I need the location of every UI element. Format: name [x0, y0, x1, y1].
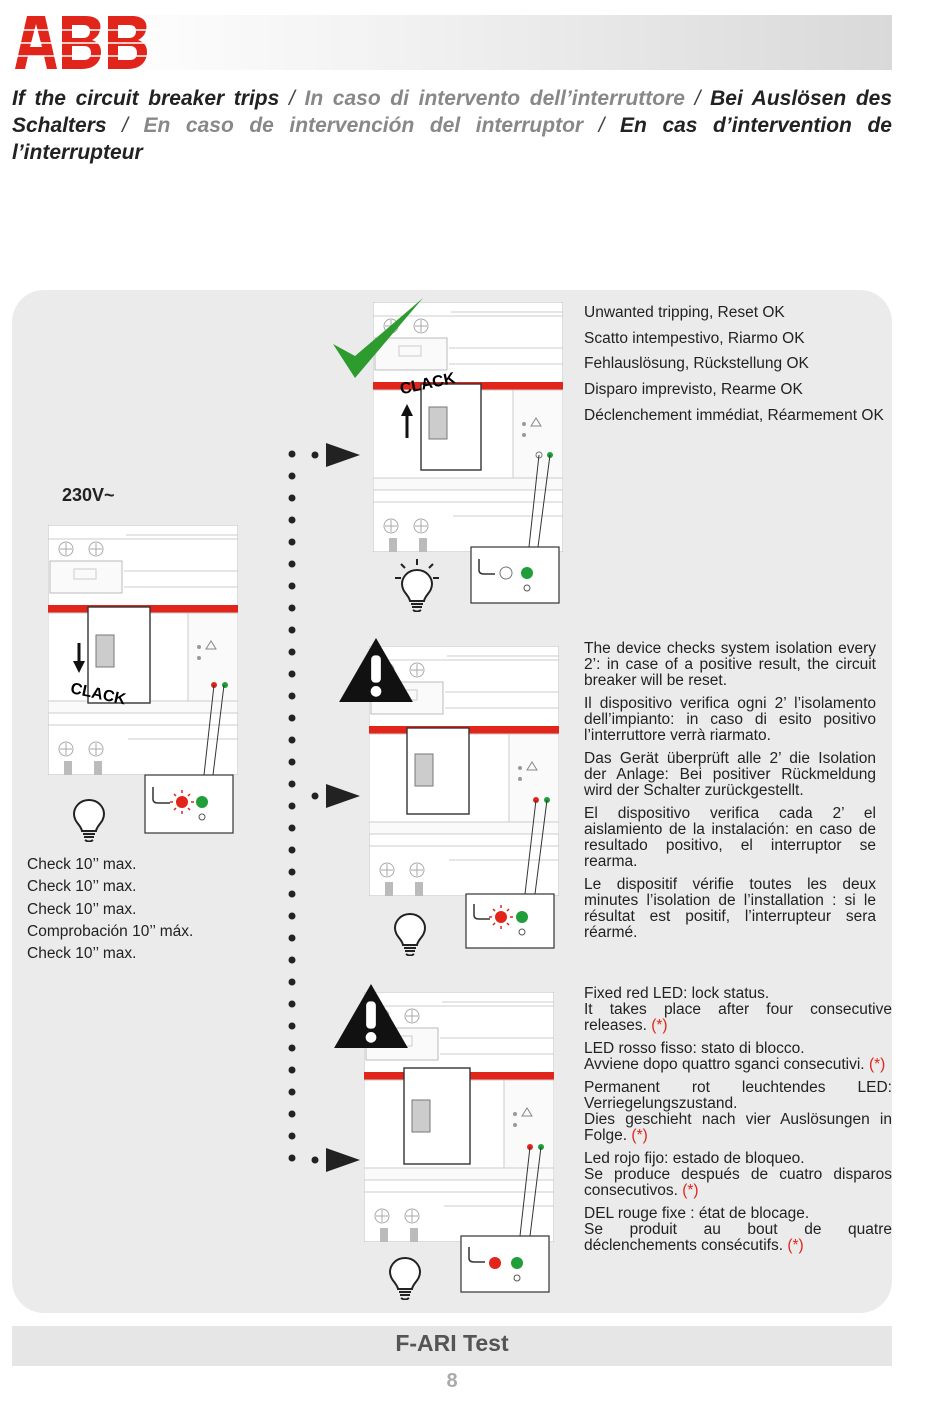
footer-title: F-ARI Test [395, 1330, 509, 1356]
check-item: Check 10’’ max. [27, 878, 137, 896]
check-item: Check 10’’ max. [27, 945, 137, 963]
middle-paragraph: Il dispositivo verifica ogni 2’ l’isolam… [584, 695, 876, 744]
top-line: Scatto intempestivo, Riarmo OK [584, 329, 805, 347]
bulb-on-icon [395, 559, 439, 612]
bottom-paragraph: DEL rouge fixe : état de blocage. Se pro… [584, 1206, 892, 1254]
note-mark: (*) [787, 1237, 804, 1254]
check-item: Check 10’’ max. [27, 856, 137, 873]
heading-es: En caso de intervención del interruptor [143, 114, 584, 137]
heading-de: Bei Auslösen des Schalters [12, 87, 893, 137]
red-led-icon [489, 1257, 501, 1269]
green-led-icon [511, 1257, 523, 1269]
check-item: Check 10’’ max. [27, 900, 137, 918]
top-text-block: Unwanted tripping, Reset OK Scatto intem… [584, 300, 884, 429]
top-line: Unwanted tripping, Reset OK [584, 304, 785, 321]
bottom-paragraph-text: LED rosso fisso: stato di blocco. Avvien… [584, 1040, 865, 1073]
heading-it: In caso di intervento dell’interruttore [304, 87, 685, 110]
bottom-paragraph-text: Led rojo fijo: estado de bloqueo. Se pro… [584, 1150, 892, 1199]
green-led-icon [196, 796, 208, 808]
footer-bar [12, 1326, 892, 1366]
heading-fr: En cas d’intervention de l’interrupteur [12, 114, 892, 164]
checkmark-icon [333, 298, 423, 378]
middle-paragraph: El dispositivo verifica cada 2’ el aisla… [584, 805, 876, 870]
heading-sep: / [694, 87, 701, 110]
note-mark: (*) [651, 1017, 668, 1034]
bottom-paragraph: LED rosso fisso: stato di blocco. Avvien… [584, 1041, 892, 1073]
page-number: 8 [446, 1370, 458, 1392]
heading-en: If the circuit breaker trips [12, 87, 280, 110]
bottom-paragraph: Led rojo fijo: estado de bloqueo. Se pro… [584, 1151, 892, 1199]
middle-paragraph: Das Gerät überprüft alle 2’ die Isolatio… [584, 750, 876, 799]
blinking-red-led-icon [170, 790, 194, 814]
heading-sep: / [598, 114, 605, 137]
middle-text-block: The device checks system isolation every… [584, 641, 876, 948]
top-line: Fehlauslösung, Rückstellung OK [584, 355, 809, 373]
blinking-red-led-icon [489, 905, 513, 929]
bulb-off-icon [394, 913, 426, 956]
note-mark: (*) [631, 1127, 648, 1144]
page-heading: If the circuit breaker trips / In caso d… [12, 85, 892, 166]
bottom-device-illustration [334, 983, 554, 1293]
bulb-off-icon [389, 1257, 421, 1300]
arrow-right-icon [311, 443, 360, 467]
bottom-paragraph-text: DEL rouge fixe : état de blocage. Se pro… [584, 1205, 892, 1254]
dotted-connector [288, 450, 296, 1162]
green-led-icon [516, 911, 528, 923]
green-led-icon [521, 567, 533, 579]
top-device-illustration: CLACK [333, 298, 563, 604]
note-mark: (*) [868, 1056, 886, 1073]
voltage-label: 230V~ [62, 485, 115, 505]
check-list: Check 10’’ max. Check 10’’ max. Check 10… [27, 854, 193, 965]
top-line: Disparo imprevisto, Rearme OK [584, 381, 803, 399]
middle-paragraph: Le dispositif vérifie toutes les deux mi… [584, 876, 876, 941]
abb-logo [12, 14, 157, 71]
arrow-right-icon [311, 784, 360, 808]
bottom-text-block: Fixed red LED: lock status. It takes pla… [584, 986, 892, 1261]
heading-sep: / [122, 114, 128, 137]
middle-paragraph: The device checks system isolation every… [584, 640, 876, 689]
bottom-paragraph-text: Permanent rot leuchtendes LED: Verriegel… [584, 1079, 892, 1144]
bottom-paragraph-text: Fixed red LED: lock status. It takes pla… [584, 985, 892, 1034]
left-device-illustration: CLACK [48, 525, 238, 834]
bulb-off-icon [73, 799, 105, 842]
bottom-paragraph: Permanent rot leuchtendes LED: Verriegel… [584, 1080, 892, 1144]
check-item: Comprobación 10’’ máx. [27, 922, 194, 940]
arrow-right-icon [311, 1148, 360, 1172]
header-bar [95, 15, 892, 70]
note-mark: (*) [682, 1182, 699, 1199]
bottom-paragraph: Fixed red LED: lock status. It takes pla… [584, 986, 892, 1034]
middle-device-illustration [339, 637, 559, 949]
heading-sep: / [288, 87, 295, 110]
top-line: Déclenchement immédiat, Réarmement OK [584, 406, 884, 424]
